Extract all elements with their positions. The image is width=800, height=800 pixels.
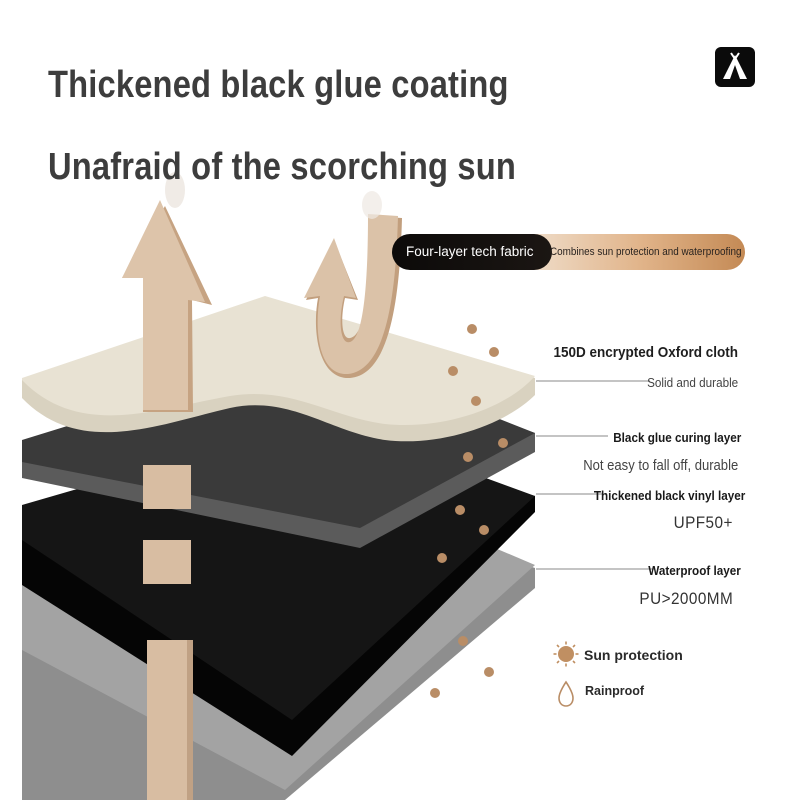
layer-3-detail: UPF50+ (673, 513, 733, 532)
legend-sun-label: Sun protection (584, 647, 683, 663)
legend-rain-label: Rainproof (585, 684, 645, 698)
tent-icon (723, 52, 747, 79)
banner-label-bg (392, 234, 552, 270)
layer-2-name: Black glue curing layer (612, 430, 741, 445)
tech-fabric-banner: Four-layer tech fabric Combines sun prot… (392, 234, 745, 270)
sun-reflect-arrow (122, 200, 212, 412)
banner-label: Four-layer tech fabric (406, 244, 534, 259)
water-drop-icon (556, 680, 576, 708)
layer-3-name: Thickened black vinyl layer (593, 488, 745, 503)
headline-secondary: Unafraid of the scorching sun (48, 146, 517, 188)
decorative-dots (430, 324, 508, 698)
layer-4-detail: PU>2000MM (639, 589, 733, 608)
layer-2-detail: Not easy to fall off, durable (582, 458, 738, 474)
water-bounce-arrow (304, 214, 402, 379)
layer-1-detail: Solid and durable (646, 375, 738, 390)
sun-icon (553, 641, 579, 667)
banner-description: Combines sun protection and waterproofin… (550, 246, 742, 258)
layer-1-name: 150D encrypted Oxford cloth (553, 344, 738, 361)
brand-logo (715, 47, 755, 87)
layer-4-name: Waterproof layer (648, 563, 741, 578)
headline-primary: Thickened black glue coating (48, 64, 509, 106)
leader-lines (536, 380, 654, 570)
arrow-stem (143, 465, 193, 800)
